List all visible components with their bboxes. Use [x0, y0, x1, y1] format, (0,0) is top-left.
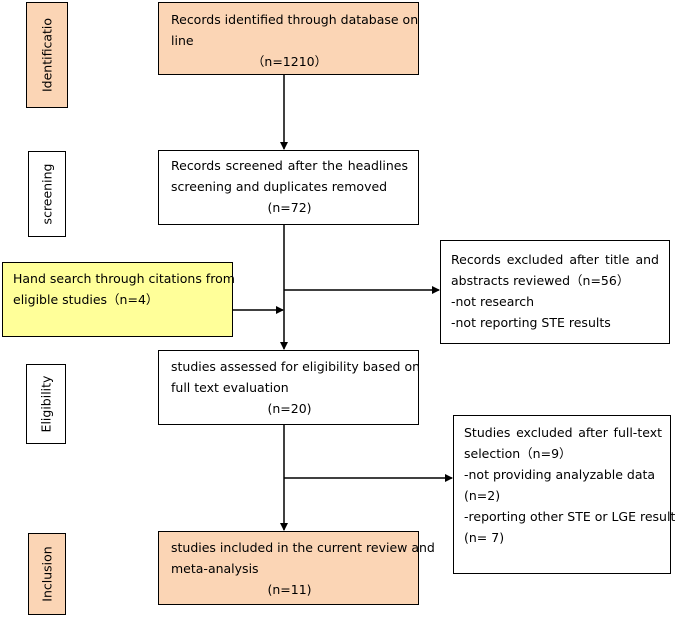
stage-screening: screening — [28, 151, 66, 237]
records-identified-box: Records identified through database on l… — [158, 2, 419, 75]
records-screened-box: Records screened after the headlines scr… — [158, 150, 419, 225]
studies-excluded-fulltext-line2: selection（n=9） — [464, 446, 572, 461]
studies-excluded-fulltext-line5: -reporting other STE or LGE results — [464, 509, 675, 524]
stage-eligibility: Eligibility — [26, 364, 66, 444]
studies-included-box: studies included in the current review a… — [158, 531, 435, 605]
stage-inclusion: Inclusion — [28, 533, 66, 615]
studies-excluded-fulltext-box: Studies excluded after full-text selecti… — [453, 415, 675, 574]
hand-search-box: Hand search through citations from eligi… — [2, 262, 235, 337]
studies-excluded-fulltext-line3: -not providing analyzable data — [464, 467, 656, 482]
records-excluded-title-line2: abstracts reviewed（n=56） — [451, 273, 630, 288]
records-excluded-title-line3: -not research — [451, 294, 535, 309]
hand-search-line2: eligible studies（n=4） — [13, 292, 159, 307]
studies-included-line1: studies included in the current review a… — [171, 540, 435, 555]
records-excluded-title-box: Records excluded after title and abstrac… — [440, 240, 670, 344]
records-identified-count: （n=1210） — [251, 54, 328, 69]
records-identified-line2: line — [171, 33, 194, 48]
studies-assessed-count: (n=20) — [267, 401, 312, 416]
records-identified-line1: Records identified through database on — [171, 12, 419, 27]
records-screened-line1: Records screened after the headlines — [171, 158, 408, 173]
studies-excluded-fulltext-line4: (n=2) — [464, 488, 501, 503]
stage-identification: Identificatio — [26, 2, 68, 108]
studies-assessed-line1: studies assessed for eligibility based o… — [171, 359, 421, 374]
studies-excluded-fulltext-line6: (n= 7) — [464, 530, 505, 545]
records-excluded-title-line4: -not reporting STE results — [451, 315, 611, 330]
hand-search-line1: Hand search through citations from — [13, 271, 235, 286]
studies-assessed-box: studies assessed for eligibility based o… — [158, 350, 421, 425]
studies-excluded-fulltext-line1: Studies excluded after full-text — [464, 425, 662, 440]
records-excluded-title-line1: Records excluded after title and — [451, 252, 659, 267]
studies-included-line2: meta-analysis — [171, 561, 259, 576]
studies-included-count: (n=11) — [267, 582, 312, 597]
records-screened-line2: screening and duplicates removed — [171, 179, 388, 194]
studies-assessed-line2: full text evaluation — [171, 380, 289, 395]
records-screened-count: (n=72) — [267, 200, 312, 215]
